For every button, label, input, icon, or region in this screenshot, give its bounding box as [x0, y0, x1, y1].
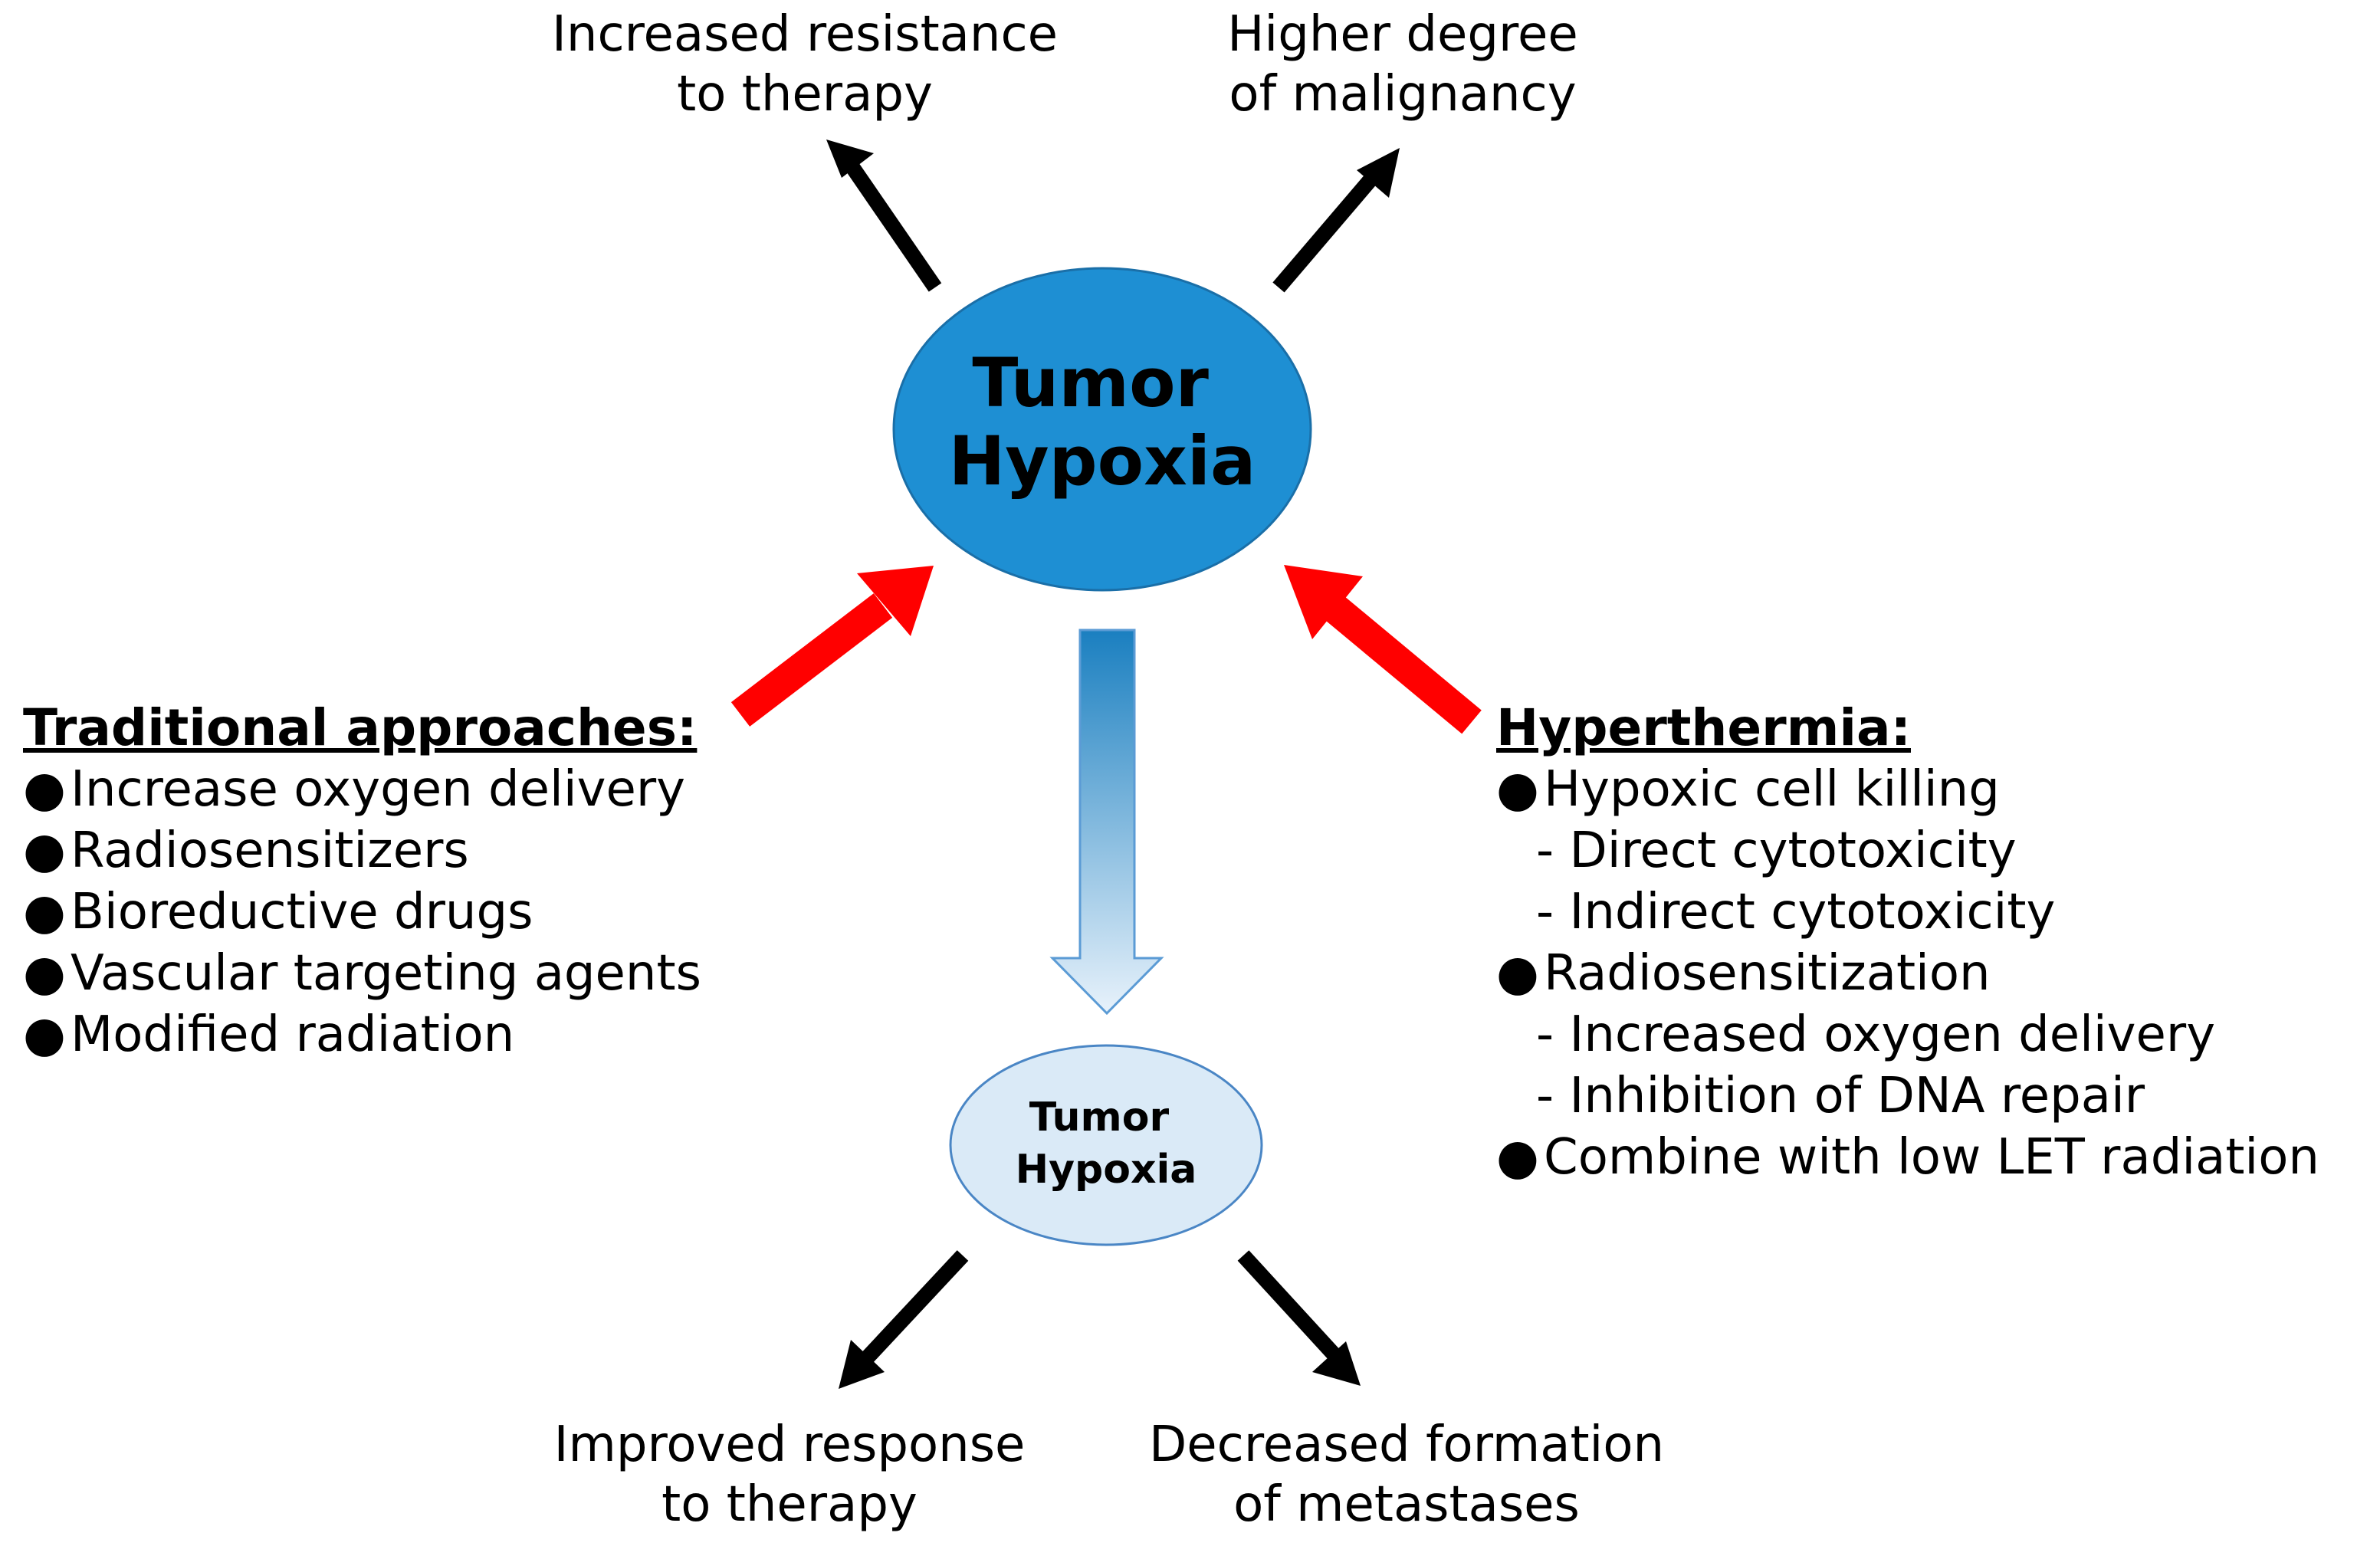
main-node-line1: Tumor — [972, 343, 1209, 422]
main-node-line2: Hypoxia — [949, 422, 1256, 501]
traditional-item-text: Radiosensitizers — [71, 822, 469, 879]
traditional-item: ●Bioreductive drugs — [23, 881, 701, 943]
hyperthermia-item: ●Hypoxic cell killing — [1496, 759, 2319, 820]
hyperthermia-item: ●Radiosensitization — [1496, 943, 2319, 1004]
arrow-to-decreased-metastases — [1237, 1250, 1361, 1386]
hyperthermia-title: Hyperthermia: — [1496, 698, 1911, 757]
svg-text:Tumor Hypoxia: Tumor Hypoxia — [949, 343, 1256, 501]
reduced-node-line1: Tumor — [1029, 1095, 1170, 1141]
bullet-icon: ● — [23, 1006, 66, 1063]
arrow-to-resistance — [826, 140, 942, 292]
hyperthermia-item: ●Combine with low LET radiation — [1496, 1127, 2319, 1188]
bullet-icon: ● — [1496, 945, 1539, 1002]
bullet-icon: ● — [23, 761, 66, 818]
svg-text:Tumor Hypoxia: Tumor Hypoxia — [1016, 1095, 1197, 1193]
reduced-node-line2: Hypoxia — [1016, 1147, 1197, 1193]
hyperthermia-item-text: Radiosensitization — [1544, 945, 1991, 1002]
outcome-increased-resistance: Increased resistance to therapy — [552, 6, 1058, 123]
reduction-down-arrow — [1049, 629, 1164, 1016]
hyperthermia-subitem: - Increased oxygen delivery — [1536, 1006, 2216, 1063]
hyperthermia-subitem: - Inhibition of DNA repair — [1536, 1068, 2145, 1124]
traditional-item: ●Modified radiation — [23, 1004, 701, 1065]
hyperthermia-list: Hyperthermia: ●Hypoxic cell killing- Dir… — [1496, 698, 2319, 1188]
traditional-item: ●Increase oxygen delivery — [23, 759, 701, 820]
bullet-icon: ● — [23, 822, 66, 879]
traditional-item: ●Vascular targeting agents — [23, 943, 701, 1004]
reduced-tumor-hypoxia-node — [949, 1044, 1263, 1246]
traditional-item-text: Bioreductive drugs — [71, 884, 533, 940]
traditional-approaches-list: Traditional approaches: ●Increase oxygen… — [23, 698, 701, 1065]
traditional-to-hypoxia-arrow — [730, 566, 934, 727]
outcome-higher-malignancy: Higher degree of malignancy — [1227, 6, 1578, 123]
arrow-to-malignancy — [1272, 148, 1400, 293]
bullet-icon: ● — [1496, 761, 1539, 818]
arrow-to-improved-response — [839, 1250, 969, 1389]
tumor-hypoxia-node — [892, 267, 1312, 592]
bullet-icon: ● — [23, 945, 66, 1002]
hyperthermia-subitem: - Direct cytotoxicity — [1536, 822, 2017, 879]
hyperthermia-subitem: - Indirect cytotoxicity — [1536, 884, 2056, 940]
outcome-decreased-metastases: Decreased formation of metastases — [1148, 1416, 1665, 1533]
traditional-item-text: Modified radiation — [71, 1006, 515, 1063]
hyperthermia-item-text: Hypoxic cell killing — [1544, 761, 2000, 818]
bullet-icon: ● — [1496, 1129, 1539, 1186]
hyperthermia-to-hypoxia-arrow — [1284, 565, 1482, 734]
traditional-title: Traditional approaches: — [23, 698, 698, 757]
traditional-item-text: Increase oxygen delivery — [71, 761, 686, 818]
traditional-item: ●Radiosensitizers — [23, 820, 701, 881]
traditional-item-text: Vascular targeting agents — [71, 945, 701, 1002]
bullet-icon: ● — [23, 884, 66, 940]
outcome-improved-response: Improved response to therapy — [553, 1416, 1026, 1533]
hyperthermia-item-text: Combine with low LET radiation — [1544, 1129, 2319, 1186]
